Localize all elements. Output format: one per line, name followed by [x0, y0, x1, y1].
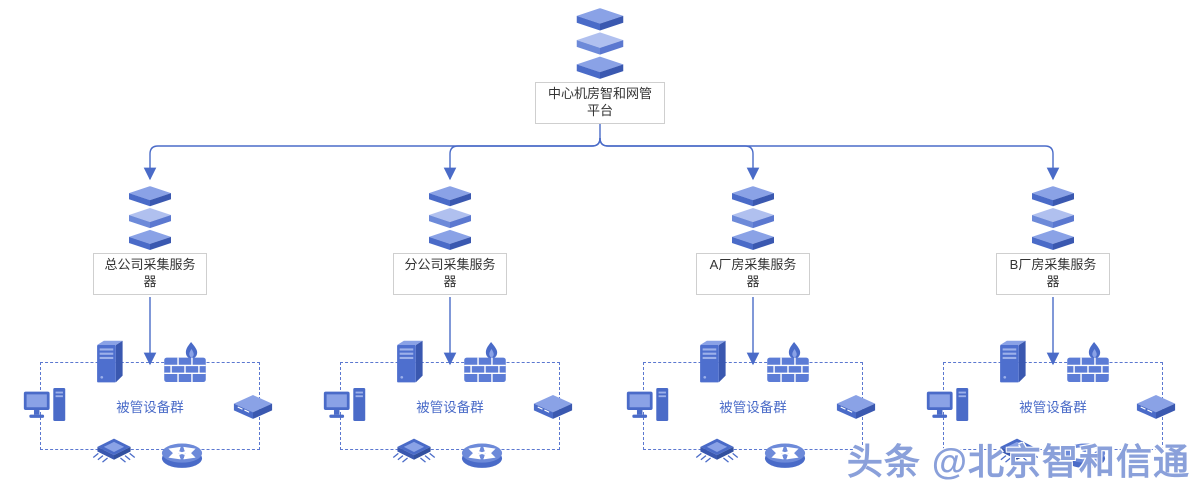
branch-node-branch-office: 分公司采集服务器 — [385, 186, 515, 295]
chip-icon — [90, 434, 138, 469]
firewall-icon — [767, 342, 809, 382]
server-stack-icon — [569, 8, 631, 80]
device-group-label: 被管设备群 — [416, 400, 484, 415]
link-root-branch2 — [443, 137, 601, 181]
firewall-icon — [164, 342, 206, 382]
firewall-icon — [1067, 342, 1109, 382]
server-stack-icon — [725, 186, 781, 251]
root-node: 中心机房智和网管平台 — [535, 8, 665, 124]
branch-node-label: 分公司采集服务器 — [393, 253, 507, 295]
watermark: 头条 @北京智和信通 — [846, 441, 1190, 482]
branch-node-label: 总公司采集服务器 — [93, 253, 207, 295]
device-group-4: 被管设备群 — [943, 362, 1163, 450]
root-node-label: 中心机房智和网管平台 — [535, 82, 665, 124]
link-root-branch1 — [143, 121, 601, 181]
device-group-1: 被管设备群 — [40, 362, 260, 450]
router-icon — [763, 440, 807, 471]
router-icon — [160, 440, 204, 471]
server-cabinet-icon — [392, 338, 426, 386]
firewall-icon — [464, 342, 506, 382]
server-cabinet-icon — [995, 338, 1029, 386]
branch-node-plant-a: A厂房采集服务器 — [688, 186, 818, 295]
link-root-branch3 — [599, 137, 760, 181]
branch-node-label: A厂房采集服务器 — [696, 253, 810, 295]
server-stack-icon — [122, 186, 178, 251]
chip-icon — [693, 434, 741, 469]
server-stack-icon — [422, 186, 478, 251]
link-root-branch4 — [599, 137, 1060, 181]
branch-node-label: B厂房采集服务器 — [996, 253, 1110, 295]
device-group-label: 被管设备群 — [1019, 400, 1087, 415]
device-group-2: 被管设备群 — [340, 362, 560, 450]
router-icon — [460, 440, 504, 471]
chip-icon — [390, 434, 438, 469]
branch-node-plant-b: B厂房采集服务器 — [988, 186, 1118, 295]
device-group-label: 被管设备群 — [719, 400, 787, 415]
server-cabinet-icon — [695, 338, 729, 386]
device-group-label: 被管设备群 — [116, 400, 184, 415]
branch-node-headquarters: 总公司采集服务器 — [85, 186, 215, 295]
device-group-3: 被管设备群 — [643, 362, 863, 450]
server-stack-icon — [1025, 186, 1081, 251]
server-cabinet-icon — [92, 338, 126, 386]
